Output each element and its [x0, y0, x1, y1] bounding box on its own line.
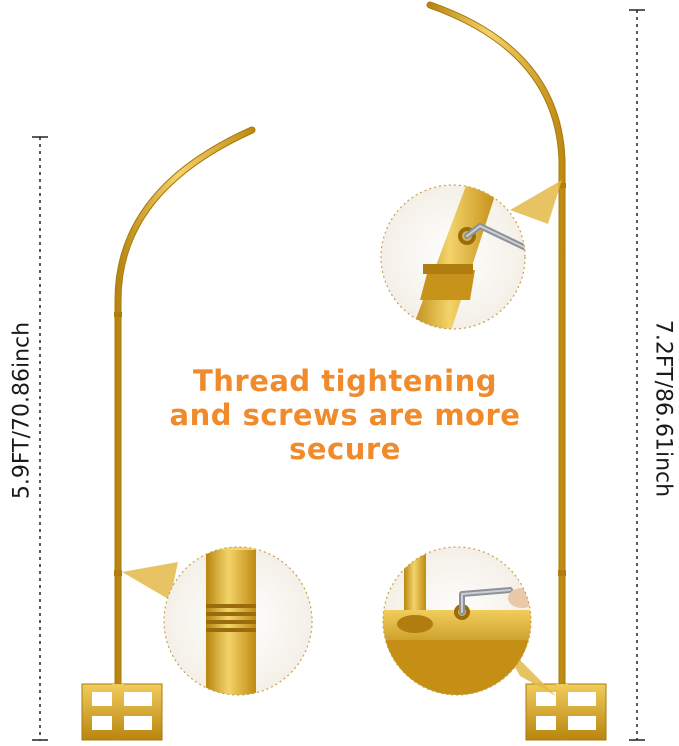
right-dimension-line	[629, 9, 645, 741]
short-arch-stand	[81, 126, 256, 741]
right-height-label: 7.2FT/86.61inch	[650, 319, 676, 498]
headline-line-1: Thread tightening	[192, 364, 498, 398]
detail-threaded-tube	[163, 546, 313, 696]
feature-headline: Thread tightening and screws are more se…	[120, 364, 570, 466]
short-stand-base	[81, 683, 163, 741]
detail-screw-joint	[380, 184, 526, 330]
headline-line-2: and screws are more	[169, 398, 521, 432]
left-dimension-line	[32, 136, 48, 741]
headline-line-3: secure	[289, 432, 401, 466]
pointer-bottom-left	[122, 562, 178, 600]
left-height-label: 5.9FT/70.86inch	[9, 321, 35, 500]
pointer-top	[510, 180, 562, 224]
tall-arch-stand	[426, 1, 607, 741]
tall-stand-base	[525, 683, 607, 741]
detail-base-screw	[382, 546, 532, 696]
